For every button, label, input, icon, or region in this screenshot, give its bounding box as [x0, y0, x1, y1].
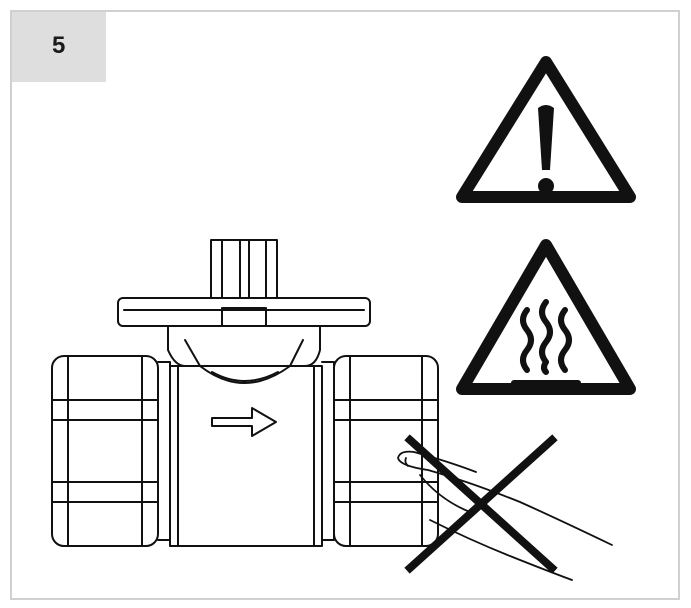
step-badge: 5	[12, 12, 106, 82]
step-number: 5	[52, 32, 66, 59]
hand-icon	[397, 450, 613, 581]
flow-direction-arrow-icon	[211, 407, 277, 437]
exclamation-warning-icon	[456, 56, 636, 203]
mounting-flange	[117, 297, 371, 327]
hot-surface-warning-icon	[456, 239, 636, 395]
left-hex-nut	[51, 355, 159, 547]
do-not-touch-cross-icon	[404, 434, 558, 574]
valve-stem	[210, 239, 278, 299]
valve-body	[51, 239, 439, 547]
valve-center-body	[169, 365, 323, 547]
